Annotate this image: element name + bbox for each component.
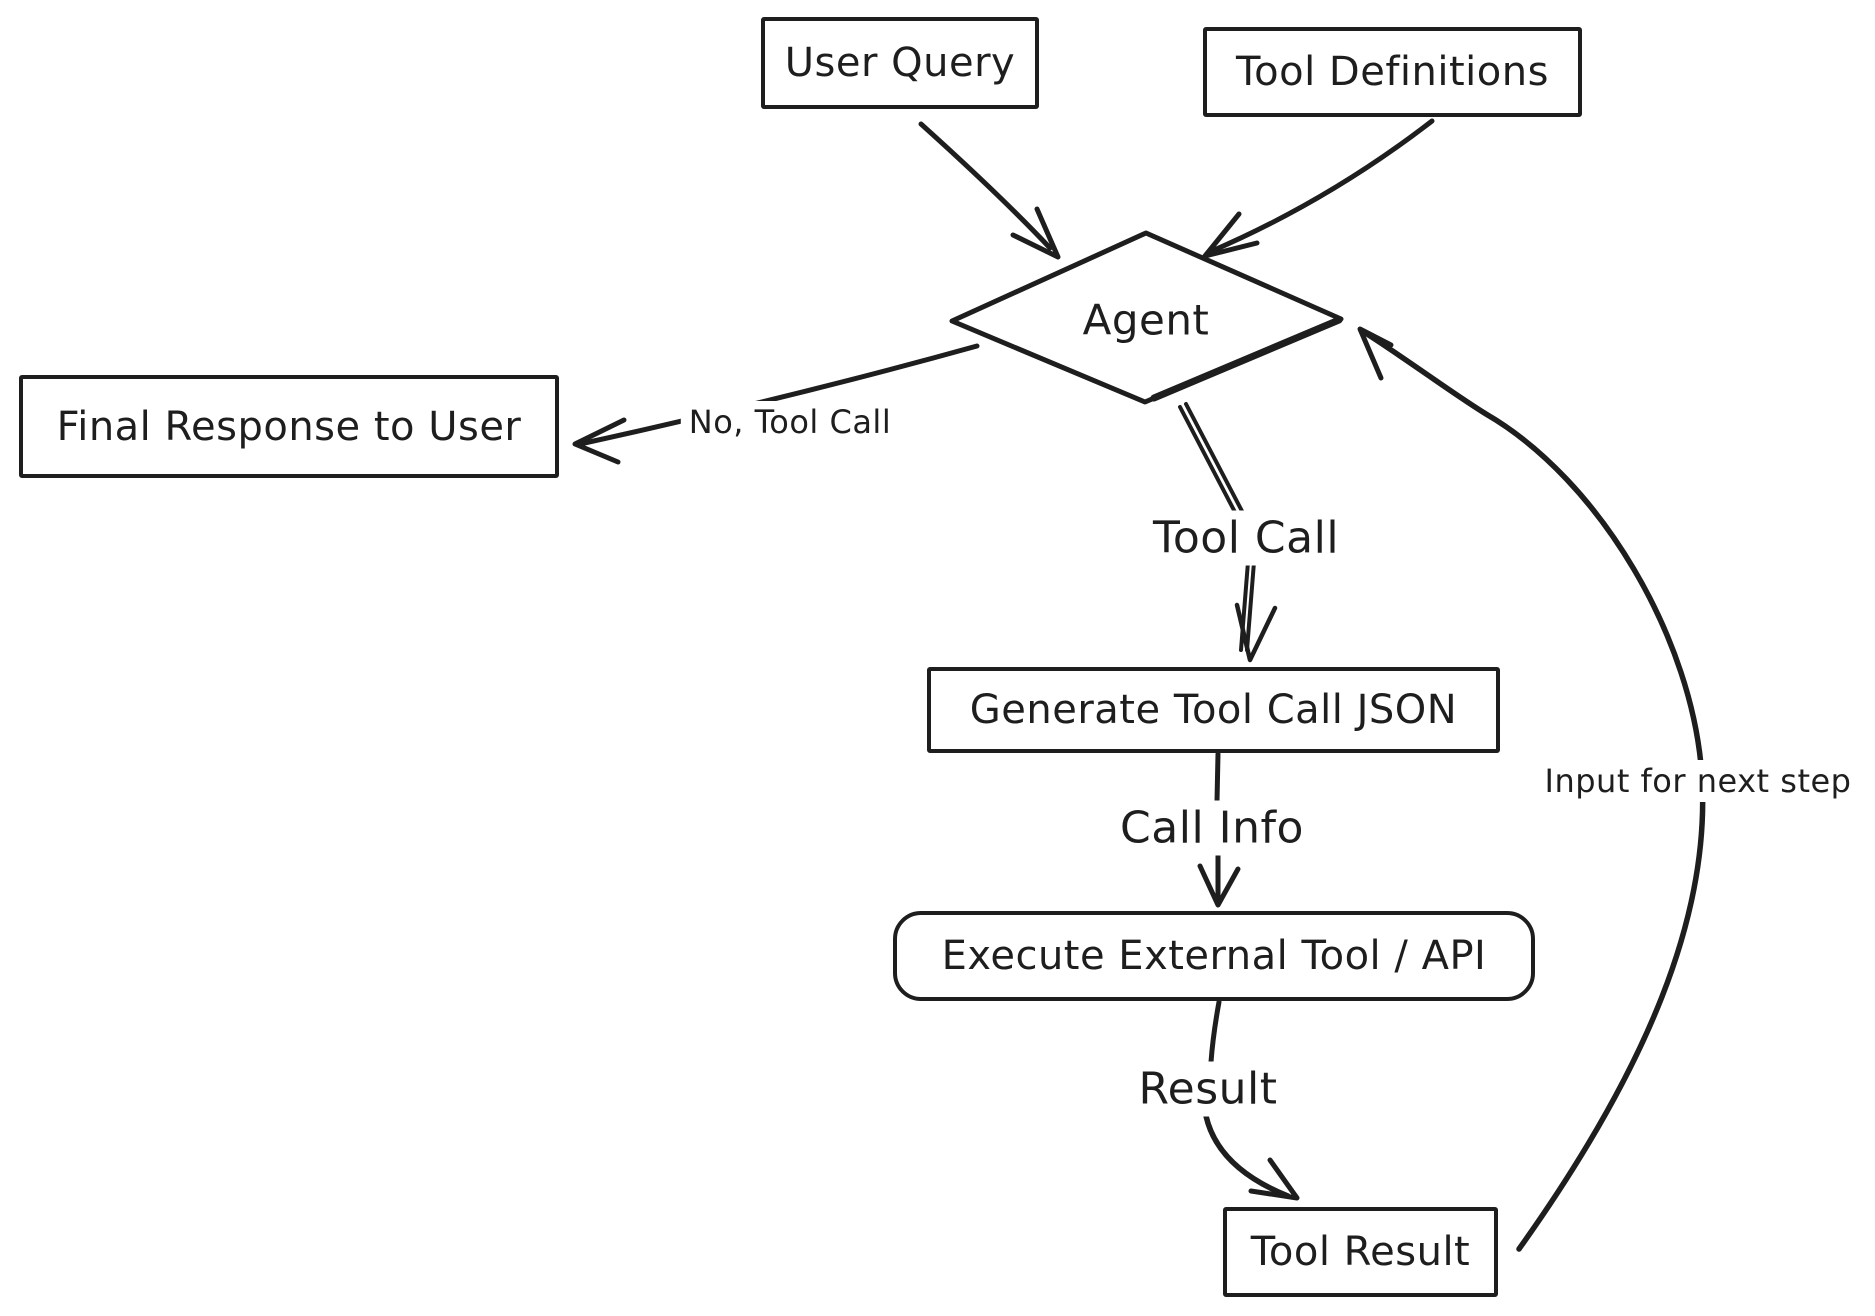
node-execute-external-tool: Execute External Tool / API — [893, 911, 1535, 1001]
node-agent-label: Agent — [1082, 295, 1210, 345]
edge-label-tool-call: Tool Call — [1144, 510, 1348, 566]
node-execute-external-tool-label: Execute External Tool / API — [941, 933, 1487, 979]
node-tool-result: Tool Result — [1223, 1207, 1498, 1297]
arrow-tool-definitions-to-agent — [1202, 118, 1435, 259]
edge-label-input-for-next-step: Input for next step — [1536, 760, 1860, 802]
node-final-response: Final Response to User — [19, 375, 559, 478]
edge-label-call-info: Call Info — [1112, 800, 1312, 856]
edge-label-result: Result — [1130, 1061, 1286, 1117]
node-final-response-label: Final Response to User — [56, 403, 522, 450]
node-tool-definitions-label: Tool Definitions — [1236, 49, 1549, 95]
node-tool-result-label: Tool Result — [1250, 1229, 1471, 1275]
node-generate-tool-call-json-label: Generate Tool Call JSON — [969, 687, 1458, 733]
arrow-user-query-to-agent — [918, 121, 1061, 260]
agent-diamond-heavy-edge — [1150, 316, 1343, 402]
node-user-query: User Query — [761, 17, 1039, 109]
arrow-generate-json-to-execute — [1197, 751, 1241, 908]
node-generate-tool-call-json: Generate Tool Call JSON — [927, 667, 1500, 753]
arrow-agent-to-generate-json — [1178, 402, 1278, 663]
node-user-query-label: User Query — [784, 40, 1016, 86]
node-tool-definitions: Tool Definitions — [1203, 27, 1582, 117]
arrow-execute-to-tool-result — [1203, 999, 1300, 1201]
arrow-agent-to-final-response — [572, 343, 980, 465]
arrow-tool-result-to-agent — [1357, 326, 1706, 1252]
edge-label-no-tool-call: No, Tool Call — [680, 401, 900, 443]
